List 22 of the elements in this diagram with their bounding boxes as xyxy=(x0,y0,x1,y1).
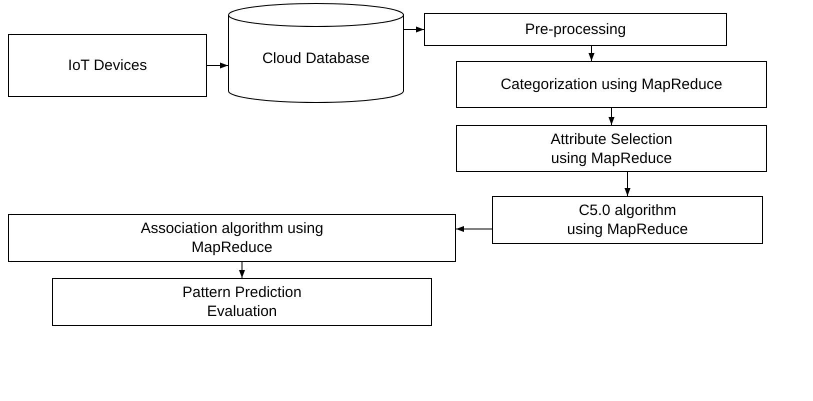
node-label: C5.0 algorithm using MapReduce xyxy=(566,201,689,239)
arrow xyxy=(239,262,245,278)
arrow xyxy=(404,26,424,32)
process-box xyxy=(52,278,432,326)
process-box xyxy=(8,214,456,262)
process-box xyxy=(456,125,767,172)
arrow xyxy=(588,46,594,62)
node-label: Pre-processing xyxy=(524,20,627,39)
process-box xyxy=(424,13,727,46)
node-label: Categorization using MapReduce xyxy=(500,75,724,94)
arrow xyxy=(624,172,630,196)
arrow xyxy=(206,62,228,68)
process-box xyxy=(492,196,763,244)
node-label: Association algorithm using MapReduce xyxy=(140,219,324,257)
arrow xyxy=(456,226,492,232)
arrow xyxy=(608,108,614,126)
node-label: Pattern Prediction Evaluation xyxy=(181,283,303,321)
node-label: Attribute Selection using MapReduce xyxy=(550,130,674,168)
node-label: Cloud Database xyxy=(261,48,371,68)
process-box xyxy=(8,34,207,97)
process-box xyxy=(456,61,767,108)
node-label: IoT Devices xyxy=(67,56,148,75)
